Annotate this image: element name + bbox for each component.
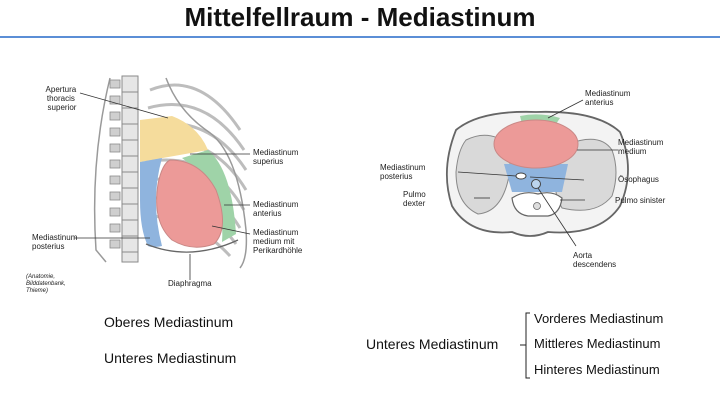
label-apertura-1: Apertura [46,85,77,94]
axial-leaders [457,99,618,247]
label-anterius-2: anterius [253,209,281,218]
vertebral-column [109,75,139,263]
summary-mittleres: Mittleres Mediastinum [534,336,661,351]
summary-hinteres: Hinteres Mediastinum [534,362,660,377]
svg-text:Mediastinum posterius: Mediastinum posterius [380,163,428,181]
axial-label-medium-1: Mediastinum [618,138,664,147]
axial-region-medium [493,119,579,169]
axial-label-pulmo-dexter-1: Pulmo [403,190,426,199]
svg-text:Pulmo dexter: Pulmo dexter [403,190,428,208]
source-1: (Anatomie, [26,274,55,280]
axial-label-anterius-2: anterius [585,98,613,107]
axial-label-oesophagus: Ösophagus [618,175,659,184]
label-anterius-1: Mediastinum [253,200,299,209]
label-medium-2: medium mit [253,237,295,246]
sagittal-leaders [74,92,251,280]
summary-unteres-left: Unteres Mediastinum [104,350,237,366]
axial-illustration: Mediastinum anterius Mediastinum medium … [380,89,666,269]
diaphragma-line [145,239,239,253]
svg-text:Aorta descendens: Aorta descendens [573,251,616,269]
axial-label-pulmo-dexter-2: dexter [403,199,426,208]
label-apertura-2: thoracis [47,94,75,103]
label-medium-1: Mediastinum [253,228,299,237]
svg-text:Mediastinum posterius: Mediastinum posterius [32,233,80,251]
axial-label-medium-2: medium [618,147,647,156]
axial-label-aorta-2: descendens [573,260,616,269]
spinal-canal [533,202,541,210]
label-superius-1: Mediastinum [253,148,299,157]
region-superius [140,116,208,162]
svg-text:Apertura thoracis: Apertura thoracis superior [46,85,79,112]
label-posterius-1: Mediastinum [32,233,78,242]
label-superius-2: superius [253,157,283,166]
title-underline [0,36,720,38]
label-medium-3: Perikardhöhle [253,246,303,255]
summary-vorderes: Vorderes Mediastinum [534,311,664,326]
axial-region-posterius [504,164,568,192]
svg-text:Mediastinum anterius: Mediastinum anterius [585,89,633,107]
svg-text:Mediastinum medium: Mediastinum medium [618,138,666,156]
svg-text:(Anatomie, Bilddatenbank: (Anatomie, Bilddatenbank, Thieme) [26,274,67,294]
back-outline [93,77,111,263]
subdivision-bracket [520,312,530,379]
svg-text:Mediastinum medium mit: Mediastinum medium mit Perikardhöhle [253,228,303,255]
svg-text:Mediastinum superius: Mediastinum superius [253,148,301,166]
page-title: Mittelfellraum - Mediastinum [184,2,536,32]
sagittal-illustration: Apertura thoracis superior Mediastinum s… [26,75,303,294]
source-2: Bilddatenbank, [26,281,66,287]
axial-label-aorta-1: Aorta [573,251,593,260]
summary-oberes: Oberes Mediastinum [104,314,234,330]
label-diaphragma: Diaphragma [168,279,212,288]
oesophagus-shape [515,172,527,180]
axial-label-anterius-1: Mediastinum [585,89,631,98]
front-outline [165,77,248,269]
region-posterius [140,158,162,247]
aorta-shape [531,179,541,189]
label-posterius-2: posterius [32,242,64,251]
summary-unteres-right: Unteres Mediastinum [366,336,499,352]
axial-label-pulmo-sinister: Pulmo sinister [615,196,666,205]
axial-label-posterius-2: posterius [380,172,412,181]
axial-label-posterius-1: Mediastinum [380,163,426,172]
label-apertura-3: superior [48,103,77,112]
region-medium [156,159,223,248]
svg-text:Mediastinum anterius: Mediastinum anterius [253,200,301,218]
source-3: Thieme) [26,288,48,294]
